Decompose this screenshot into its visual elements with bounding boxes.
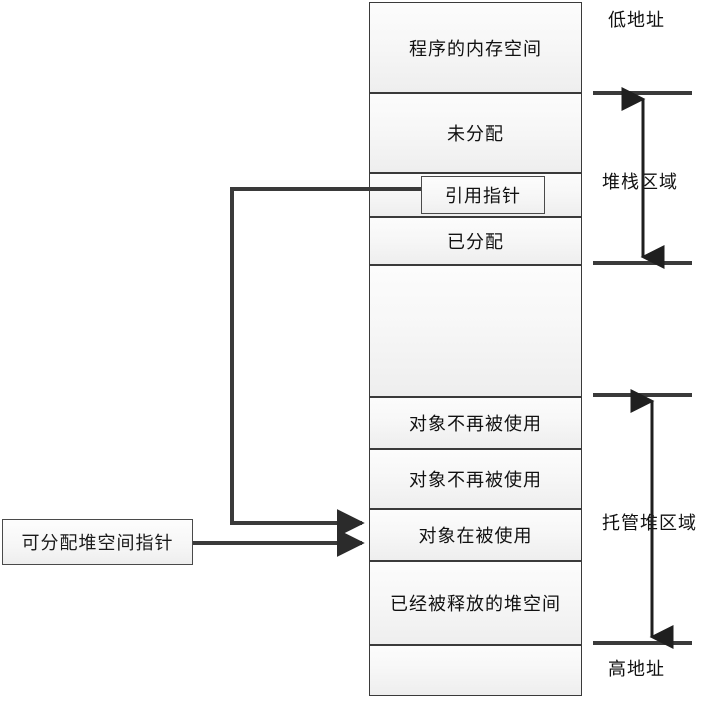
memory-row-in-use-object: 对象在被使用 <box>369 509 582 561</box>
memory-row-label: 程序的内存空间 <box>409 38 542 59</box>
memory-row-label: 对象不再被使用 <box>409 414 542 434</box>
memory-row-label: 对象不再被使用 <box>409 470 542 490</box>
allocatable-heap-pointer-label: 可分配堆空间指针 <box>21 533 174 553</box>
high-address-label: 高地址 <box>608 659 665 679</box>
memory-row-unused-object-1: 对象不再被使用 <box>369 397 582 449</box>
memory-row-label: 对象在被使用 <box>418 526 533 546</box>
memory-row-gap <box>369 265 582 397</box>
memory-row-unallocated: 未分配 <box>369 93 582 173</box>
memory-row-unused-object-2: 对象不再被使用 <box>369 449 582 509</box>
memory-row-tail <box>369 645 582 696</box>
memory-row-label: 已经被释放的堆空间 <box>390 594 561 614</box>
memory-row-allocated: 已分配 <box>369 217 582 265</box>
allocatable-heap-pointer-box: 可分配堆空间指针 <box>2 519 193 565</box>
memory-column: 程序的内存空间 未分配 已分配 对象不再被使用 对象不再被使用 对象在被使用 已… <box>369 2 582 696</box>
memory-row-label: 未分配 <box>447 124 504 144</box>
memory-row-label: 已分配 <box>447 232 504 252</box>
memory-row-program-space: 程序的内存空间 <box>369 2 582 93</box>
low-address-label: 低地址 <box>608 10 665 30</box>
stack-region-label: 堆栈区域 <box>602 172 678 192</box>
reference-pointer-box: 引用指针 <box>421 176 545 214</box>
reference-pointer-label: 引用指针 <box>445 186 521 206</box>
memory-row-freed-heap-space: 已经被释放的堆空间 <box>369 561 582 645</box>
heap-region-label: 托管堆区域 <box>602 513 697 533</box>
